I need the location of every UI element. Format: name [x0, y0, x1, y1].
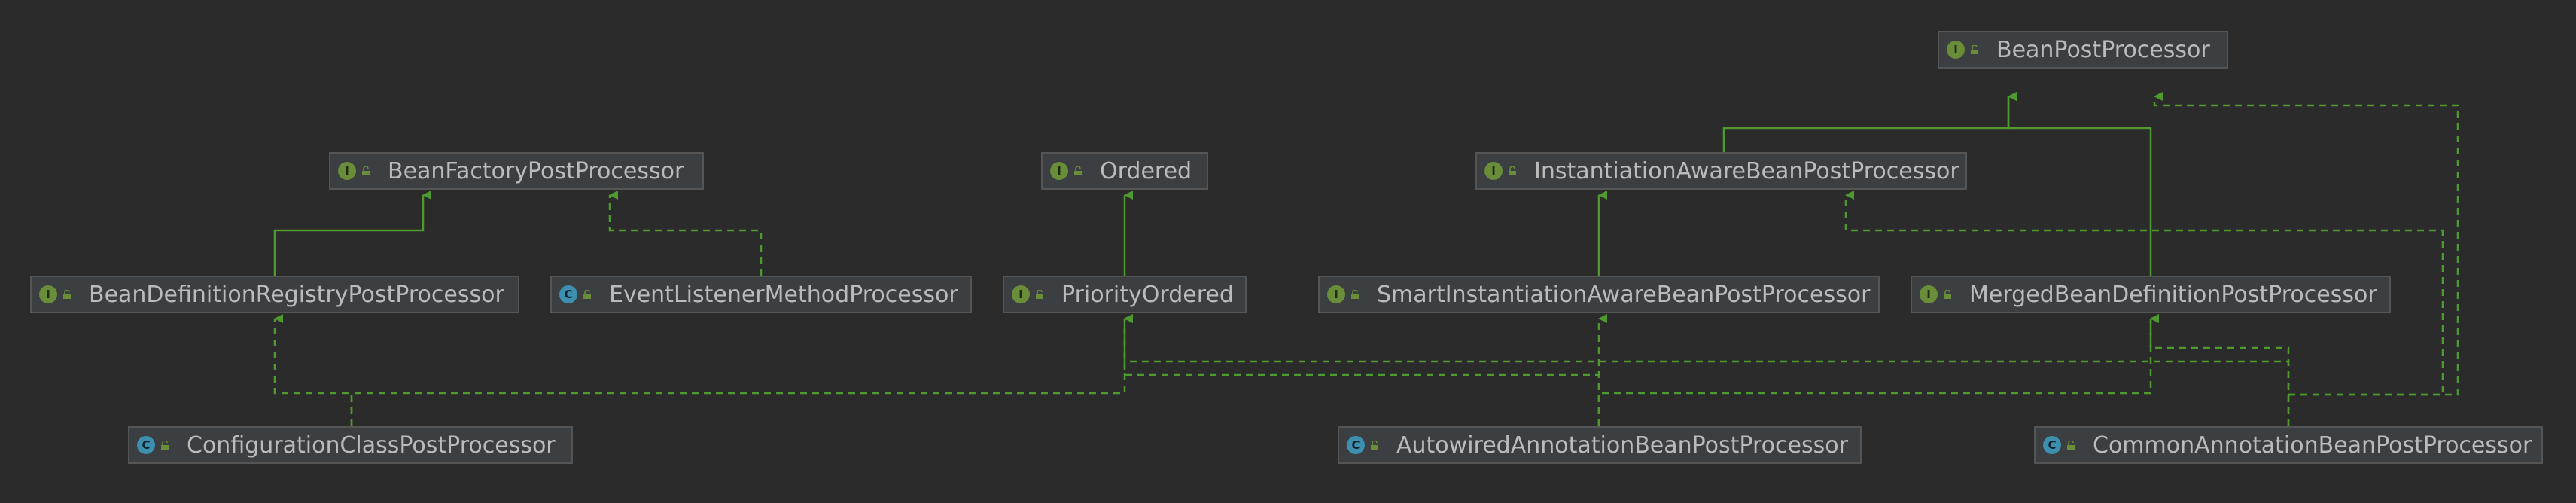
edge-common-to-priority-ordered	[1123, 314, 2290, 426]
node-label: Ordered	[1100, 157, 1192, 184]
node-label: MergedBeanDefinitionPostProcessor	[1969, 281, 2377, 308]
node-event-listener-method[interactable]: C EventListenerMethodProcessor	[550, 276, 972, 313]
node-label: PriorityOrdered	[1061, 281, 1234, 308]
interface-icon: I	[1484, 162, 1503, 180]
unlocked-icon	[1971, 45, 1978, 54]
unlocked-icon	[161, 441, 169, 450]
node-label: BeanPostProcessor	[1996, 36, 2210, 63]
edge-common-to-bean-post-processor	[2153, 92, 2459, 396]
node-label: EventListenerMethodProcessor	[609, 281, 958, 308]
class-icon: C	[1347, 436, 1365, 454]
unlocked-icon	[1074, 166, 1082, 175]
class-icon: C	[559, 285, 577, 303]
unlocked-icon	[1509, 166, 1516, 175]
interface-icon: I	[1050, 162, 1068, 180]
unlocked-icon	[362, 166, 370, 175]
node-ordered[interactable]: I Ordered	[1041, 152, 1208, 190]
node-common-annotation[interactable]: C CommonAnnotationBeanPostProcessor	[2034, 426, 2543, 464]
unlocked-icon	[1036, 290, 1043, 299]
edge-instantiation-aware-to-bean-post-processor	[1722, 92, 2017, 152]
node-autowired-annotation[interactable]: C AutowiredAnnotationBeanPostProcessor	[1338, 426, 1862, 464]
node-label: AutowiredAnnotationBeanPostProcessor	[1396, 431, 1848, 459]
edge-common-to-merged	[2149, 314, 2290, 426]
node-label: CommonAnnotationBeanPostProcessor	[2093, 431, 2532, 459]
interface-icon: I	[1947, 41, 1965, 59]
edge-event-listener-to-bean-factory	[608, 191, 763, 276]
edge-config-to-registry	[273, 314, 353, 426]
edge-config-to-priority-ordered	[350, 314, 1133, 426]
unlocked-icon	[2067, 441, 2075, 450]
node-smart-instantiation-aware[interactable]: I SmartInstantiationAwareBeanPostProcess…	[1318, 276, 1880, 313]
edge-merged-to-bean-post-processor	[2007, 92, 2152, 276]
node-label: SmartInstantiationAwareBeanPostProcessor	[1377, 281, 1871, 308]
node-bean-definition-registry[interactable]: I BeanDefinitionRegistryPostProcessor	[30, 276, 519, 313]
edge-autowired-to-merged	[1597, 314, 2159, 426]
node-merged-bean-definition[interactable]: I MergedBeanDefinitionPostProcessor	[1911, 276, 2391, 313]
node-configuration-class[interactable]: C ConfigurationClassPostProcessor	[128, 426, 573, 464]
node-bean-post-processor[interactable]: I BeanPostProcessor	[1938, 31, 2228, 69]
unlocked-icon	[583, 290, 591, 299]
node-instantiation-aware[interactable]: I InstantiationAwareBeanPostProcessor	[1475, 152, 1967, 190]
unlocked-icon	[63, 290, 71, 299]
interface-icon: I	[1327, 285, 1345, 303]
unlocked-icon	[1351, 290, 1359, 299]
interface-icon: I	[1920, 285, 1938, 303]
edge-autowired-to-priority-ordered	[1123, 314, 1600, 426]
node-bean-factory-post-processor[interactable]: I BeanFactoryPostProcessor	[329, 152, 704, 190]
node-priority-ordered[interactable]: I PriorityOrdered	[1003, 276, 1247, 313]
interface-icon: I	[338, 162, 356, 180]
edge-registry-to-bean-factory	[273, 191, 431, 276]
unlocked-icon	[1371, 441, 1378, 450]
class-icon: C	[137, 436, 155, 454]
node-label: InstantiationAwareBeanPostProcessor	[1534, 157, 1959, 184]
node-label: BeanDefinitionRegistryPostProcessor	[89, 281, 504, 308]
interface-icon: I	[39, 285, 57, 303]
node-label: BeanFactoryPostProcessor	[388, 157, 684, 184]
interface-icon: I	[1012, 285, 1030, 303]
class-icon: C	[2043, 436, 2061, 454]
unlocked-icon	[1944, 290, 1951, 299]
node-label: ConfigurationClassPostProcessor	[187, 431, 556, 459]
